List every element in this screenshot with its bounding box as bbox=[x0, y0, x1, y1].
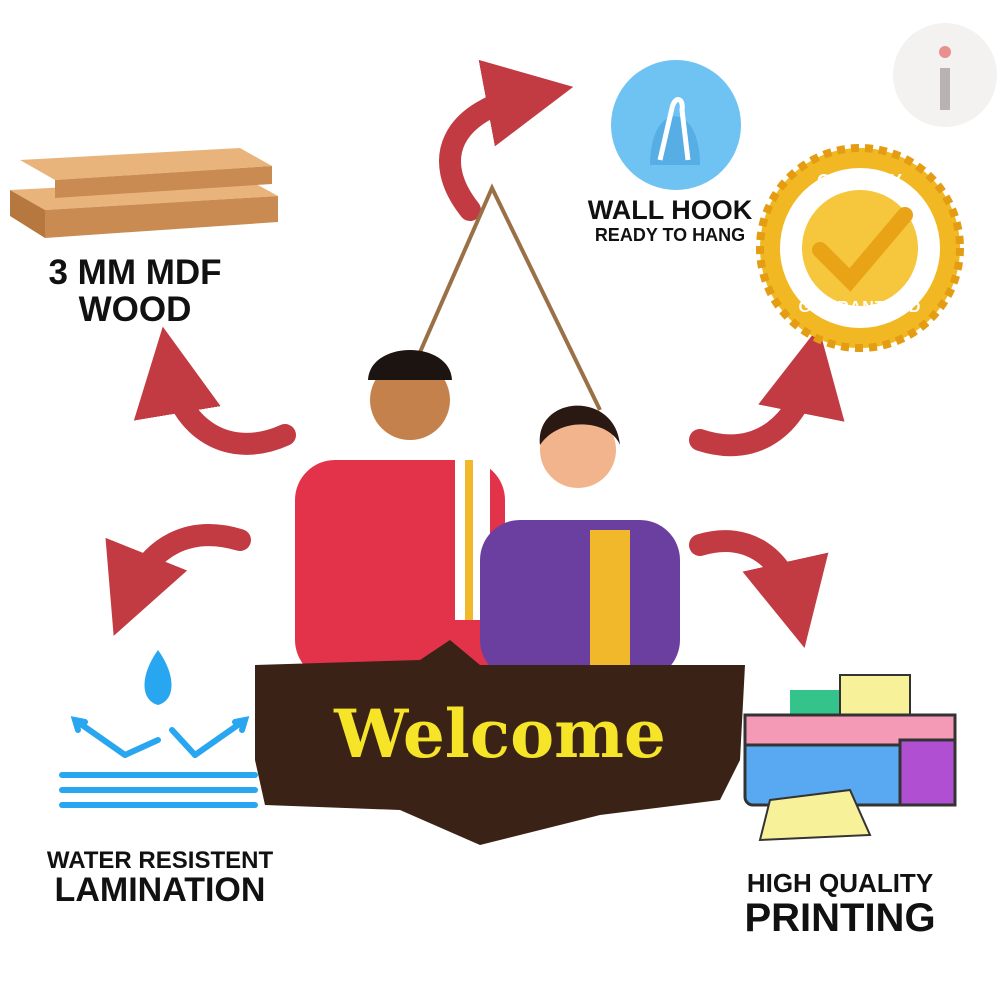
wall-hook-title: WALL HOOK bbox=[587, 195, 753, 225]
mdf-wood-label: 3 MM MDF WOOD bbox=[20, 253, 250, 329]
wall-hook-subtitle: READY TO HANG bbox=[594, 225, 746, 246]
welcome-sign-board bbox=[255, 640, 745, 845]
printing-label: HIGH QUALITY PRINTING bbox=[720, 868, 960, 941]
quality-top-text: QUALITY bbox=[817, 171, 903, 191]
arrow-to-quality bbox=[689, 326, 845, 457]
wall-hook-label: WALL HOOK READY TO HANG bbox=[570, 196, 770, 245]
water-resistant-label: WATER RESISTENT LAMINATION bbox=[25, 848, 295, 909]
mdf-line2: WOOD bbox=[78, 289, 192, 329]
quality-badge-icon bbox=[756, 144, 964, 352]
brand-logo bbox=[893, 23, 997, 127]
printing-line2: PRINTING bbox=[744, 896, 936, 941]
curved-arrows bbox=[105, 59, 845, 648]
water-line1: WATER RESISTENT bbox=[46, 847, 274, 874]
printing-line1: HIGH QUALITY bbox=[746, 868, 934, 898]
couple-illustration bbox=[295, 350, 680, 680]
arrow-to-hook bbox=[439, 59, 574, 221]
water-resistant-icon bbox=[59, 650, 258, 808]
wall-hook-icon bbox=[611, 60, 741, 190]
mdf-line1: 3 MM MDF bbox=[48, 253, 222, 292]
mdf-wood-icon bbox=[10, 148, 278, 238]
hanging-string bbox=[408, 183, 602, 411]
water-line2: LAMINATION bbox=[54, 871, 266, 910]
printer-icon bbox=[743, 674, 957, 842]
welcome-text: Welcome bbox=[334, 695, 666, 773]
arrow-to-wood bbox=[133, 326, 296, 455]
arrow-to-water bbox=[105, 524, 251, 636]
arrow-to-printer bbox=[689, 530, 829, 648]
quality-bottom-text: GUARANTEED bbox=[798, 299, 922, 316]
